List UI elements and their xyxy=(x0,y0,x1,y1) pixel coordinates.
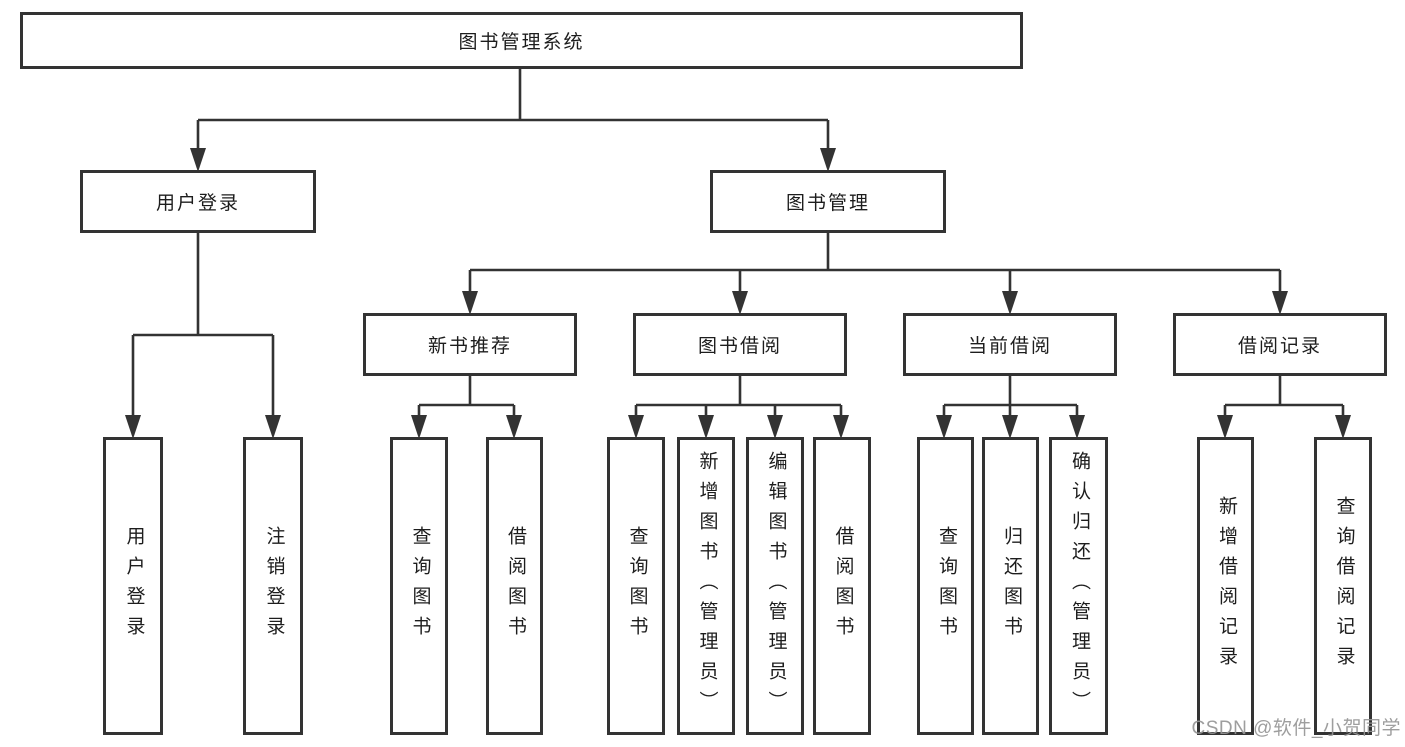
arrow-icon xyxy=(506,415,522,439)
node-root: 图书管理系统 xyxy=(20,12,1023,69)
leaf-records-add-record: 新增借阅记录 xyxy=(1197,437,1254,735)
arrow-icon xyxy=(190,148,206,172)
leaf-recommend-query-books: 查询图书 xyxy=(390,437,448,735)
leaf-logout: 注销登录 xyxy=(243,437,303,735)
node-user-login: 用户登录 xyxy=(80,170,316,233)
arrow-icon xyxy=(936,415,952,439)
leaf-borrow-borrow-books: 借阅图书 xyxy=(813,437,871,735)
leaf-current-return-books: 归还图书 xyxy=(982,437,1039,735)
node-label: 查询借阅记录 xyxy=(1333,496,1355,676)
arrow-icon xyxy=(767,415,783,439)
arrowheads xyxy=(125,148,1351,439)
connector-root xyxy=(196,69,830,168)
leaf-recommend-borrow-books: 借阅图书 xyxy=(486,437,543,735)
node-label: 查询图书 xyxy=(626,526,648,646)
node-label: 借阅图书 xyxy=(504,526,526,646)
leaf-borrow-add-books-admin: 新增图书（管理员） xyxy=(677,437,735,735)
node-label: 查询图书 xyxy=(935,526,957,646)
node-label: 用户登录 xyxy=(123,526,145,646)
node-label: 图书管理系统 xyxy=(458,32,585,53)
connector-new-book-recommend xyxy=(417,376,516,435)
arrow-icon xyxy=(125,415,141,439)
node-label: 确认归还（管理员） xyxy=(1068,451,1090,721)
arrow-icon xyxy=(1002,415,1018,439)
arrow-icon xyxy=(1217,415,1233,439)
node-label: 用户登录 xyxy=(155,193,240,214)
node-label: 图书管理 xyxy=(785,193,870,214)
arrow-icon xyxy=(628,415,644,439)
arrow-icon xyxy=(265,415,281,439)
arrow-icon xyxy=(820,148,836,172)
node-book-management: 图书管理 xyxy=(710,170,946,233)
arrow-icon xyxy=(1069,415,1085,439)
node-label: 归还图书 xyxy=(1000,526,1022,646)
node-current-borrow: 当前借阅 xyxy=(903,313,1117,376)
leaf-borrow-query-books: 查询图书 xyxy=(607,437,665,735)
csdn-watermark: CSDN @软件_小贺同学 xyxy=(1191,718,1401,739)
arrow-icon xyxy=(462,291,478,315)
connector-borrow-records xyxy=(1223,376,1345,435)
connector-user-login xyxy=(131,233,275,435)
node-label: 新增图书（管理员） xyxy=(696,451,718,721)
leaf-records-query-record: 查询借阅记录 xyxy=(1314,437,1372,735)
leaf-current-confirm-return-admin: 确认归还（管理员） xyxy=(1049,437,1108,735)
node-label: 查询图书 xyxy=(409,526,431,646)
arrow-icon xyxy=(411,415,427,439)
node-borrow-records: 借阅记录 xyxy=(1173,313,1387,376)
node-new-book-recommend: 新书推荐 xyxy=(363,313,577,376)
node-label: 借阅记录 xyxy=(1237,336,1322,357)
arrow-icon xyxy=(698,415,714,439)
arrow-icon xyxy=(732,291,748,315)
node-label: 新增借阅记录 xyxy=(1215,496,1237,676)
arrow-icon xyxy=(833,415,849,439)
node-label: 借阅图书 xyxy=(832,526,854,646)
arrow-icon xyxy=(1335,415,1351,439)
arrow-icon xyxy=(1272,291,1288,315)
node-book-borrow: 图书借阅 xyxy=(633,313,847,376)
node-label: 编辑图书（管理员） xyxy=(765,451,787,721)
arrow-icon xyxy=(1002,291,1018,315)
node-label: 新书推荐 xyxy=(427,336,512,357)
node-label: 注销登录 xyxy=(263,526,285,646)
leaf-user-login: 用户登录 xyxy=(103,437,163,735)
node-label: 当前借阅 xyxy=(967,336,1052,357)
connector-book-borrow xyxy=(634,376,843,435)
leaf-borrow-edit-books-admin: 编辑图书（管理员） xyxy=(746,437,804,735)
leaf-current-query-books: 查询图书 xyxy=(917,437,974,735)
node-label: 图书借阅 xyxy=(697,336,782,357)
connector-book-management xyxy=(468,233,1282,311)
